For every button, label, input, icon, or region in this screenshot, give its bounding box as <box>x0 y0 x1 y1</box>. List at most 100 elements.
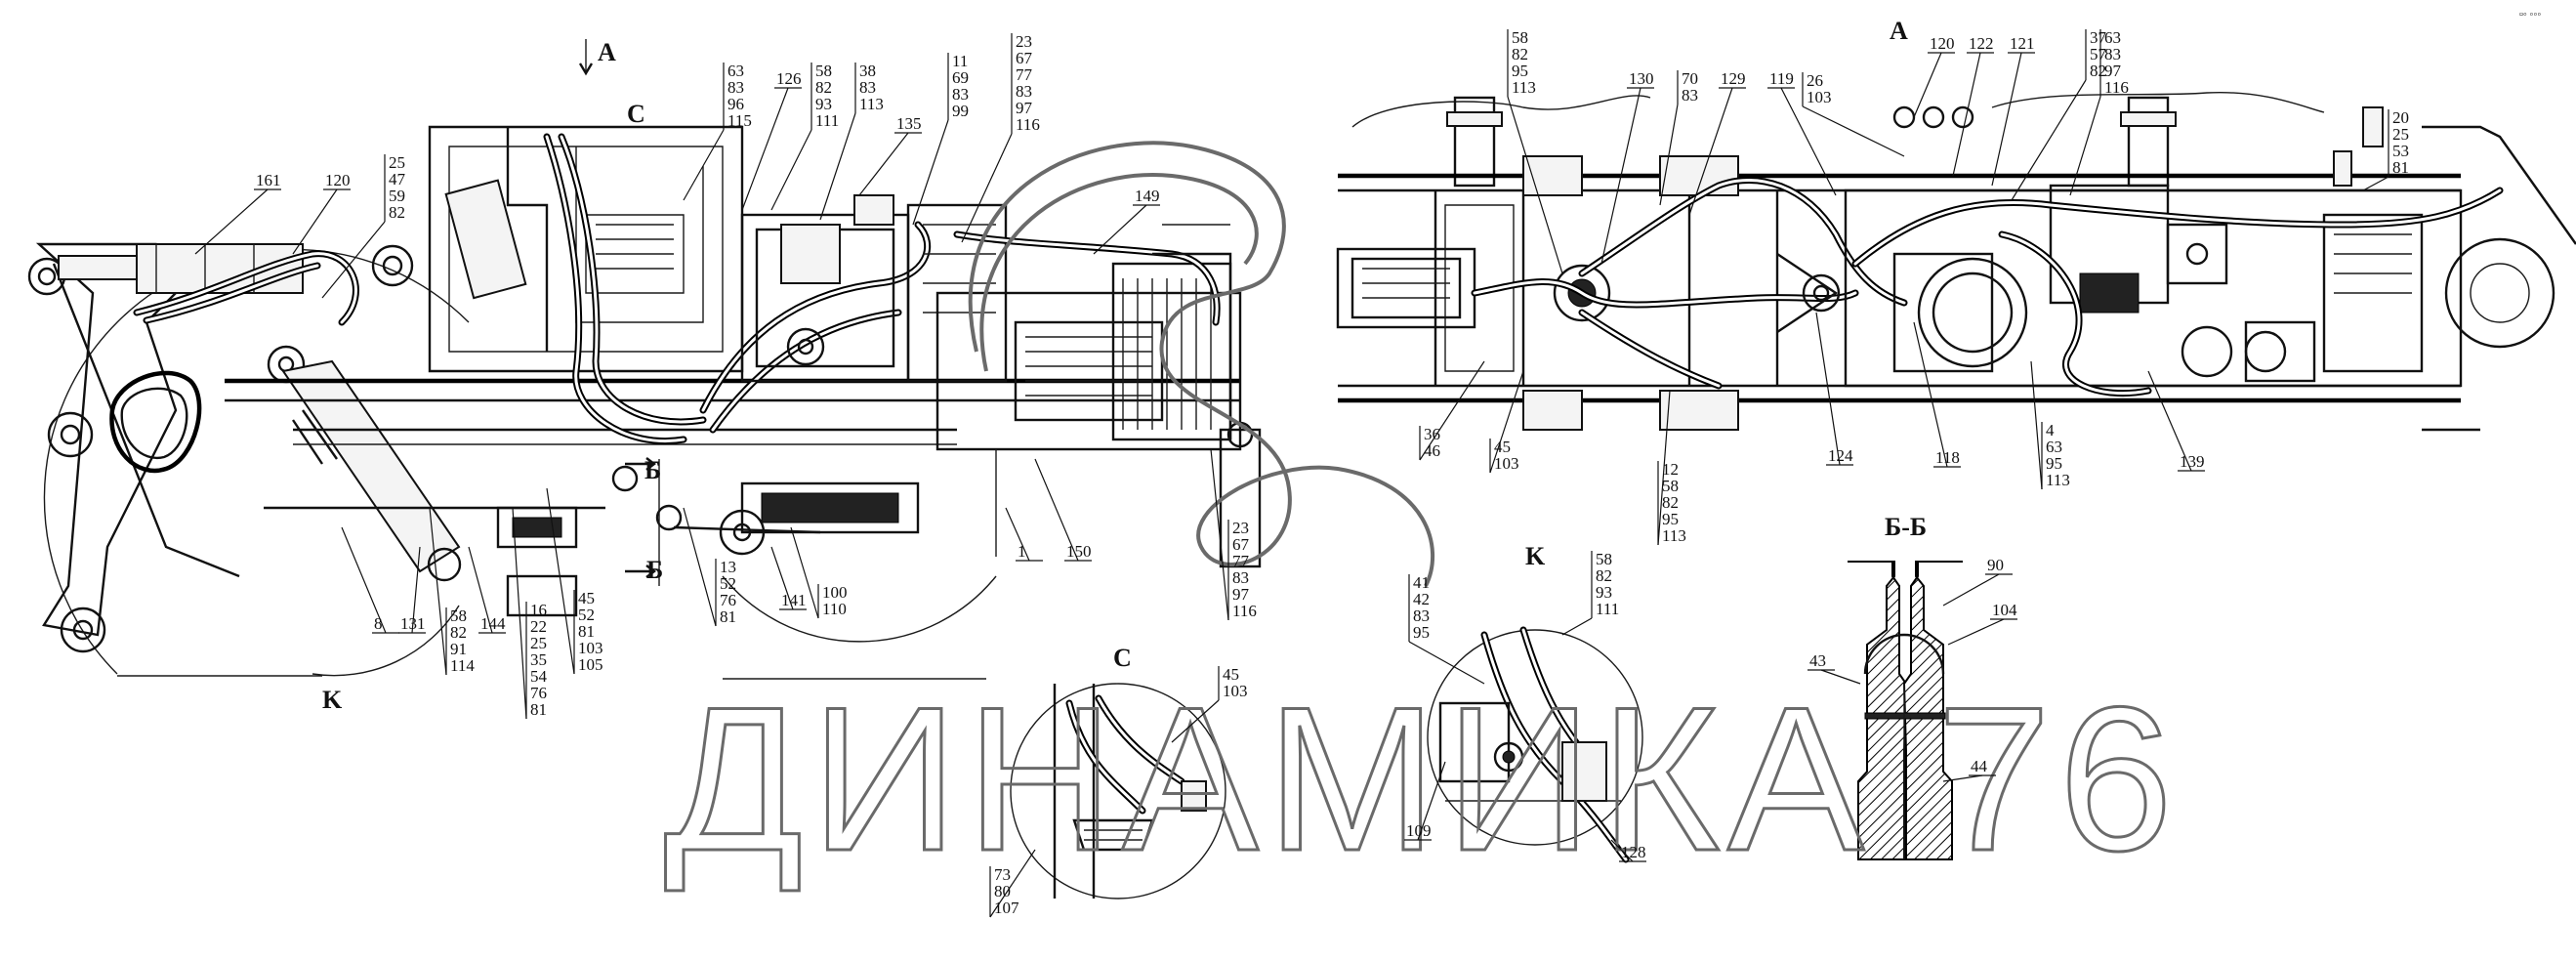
callout-number: 80 <box>994 882 1011 900</box>
callout-number: 139 <box>2180 452 2205 471</box>
detail-k-title: K <box>1525 542 1546 570</box>
callout-single-s_120a: 120 <box>292 171 351 255</box>
callout-number: 119 <box>1769 69 1794 88</box>
callout-number: 77 <box>1232 552 1250 570</box>
callout-number: 76 <box>720 591 736 609</box>
callout-leader <box>1913 321 1948 468</box>
callout-number: 1 <box>1018 542 1026 561</box>
callout-number: 128 <box>1621 843 1646 861</box>
callout-single-s_8: 8 <box>341 526 399 634</box>
callout-leader <box>1171 699 1220 743</box>
callout-leader <box>1942 774 1983 782</box>
callout-number: 83 <box>2104 45 2121 63</box>
callout-number: 77 <box>1016 65 1033 84</box>
callout-single-s_129: 129 <box>1688 69 1746 216</box>
callout-number: 82 <box>1662 493 1679 512</box>
callout-number: 113 <box>2046 471 2070 489</box>
view-a-right: А <box>1890 17 1908 45</box>
callout-number: 8 <box>374 614 383 633</box>
callout-number: 93 <box>815 95 832 113</box>
callout-number: 23 <box>1232 519 1249 537</box>
callout-leader <box>411 546 421 634</box>
callout-number: 4 <box>2046 421 2055 439</box>
callout-leader <box>1417 761 1446 841</box>
callout-number: 103 <box>1807 88 1832 106</box>
callout-number: 83 <box>1682 86 1698 105</box>
callout-number: 16 <box>530 601 547 619</box>
callout-leader <box>1820 669 1861 685</box>
callout-number: 82 <box>815 78 832 97</box>
callout-number: 113 <box>1662 526 1686 545</box>
callout-single-s_130: 130 <box>1600 69 1654 265</box>
callout-leader <box>1489 370 1524 474</box>
callout-single-s_149: 149 <box>1093 187 1160 255</box>
callout-leader <box>468 546 493 634</box>
callout-leader <box>683 129 725 201</box>
callout-number: 109 <box>1406 821 1432 840</box>
callout-number: 47 <box>389 170 406 188</box>
callout-leader <box>1419 360 1485 461</box>
callout-number: 113 <box>1512 78 1536 97</box>
callout-number: 124 <box>1828 446 1853 465</box>
callout-single-s_144: 144 <box>468 546 506 634</box>
callout-leader <box>858 132 909 196</box>
callout-number: 58 <box>1512 28 1528 47</box>
callout-number: 121 <box>2010 34 2035 53</box>
callout-leader <box>770 129 812 211</box>
callout-number: 90 <box>1987 556 2004 574</box>
view-k-bottom: K <box>322 686 343 714</box>
callout-number: 115 <box>727 111 752 130</box>
callout-number: 82 <box>2090 62 2106 80</box>
callout-number: 44 <box>1971 757 1988 775</box>
callout-number: 54 <box>530 667 548 686</box>
callout-number: 144 <box>480 614 506 633</box>
callout-leader <box>1005 507 1030 562</box>
callout-number: 76 <box>530 684 547 702</box>
callout-single-s_109: 109 <box>1404 761 1446 841</box>
callout-leader <box>1600 87 1641 265</box>
right-plan-view <box>1336 91 2576 432</box>
callout-layer: 6383961155882931113883113116983992367778… <box>194 28 2409 918</box>
callout-number: 70 <box>1682 69 1698 88</box>
callout-number: 105 <box>578 655 603 674</box>
callout-leader <box>2011 79 2087 201</box>
callout-single-s_43: 43 <box>1807 651 1861 685</box>
corner-mark: ▫◦ ◦◦◦ <box>2519 9 2541 21</box>
callout-leader <box>683 507 717 627</box>
callout-leader <box>2069 96 2101 196</box>
watermark: ДИНАМИКА 76 <box>663 141 2181 896</box>
callout-single-s_131: 131 <box>398 546 426 634</box>
callout-number: 57 <box>2090 45 2107 63</box>
callout-leader <box>1093 204 1147 255</box>
callout-single-s_120b: 120 <box>1913 34 1955 118</box>
callout-number: 113 <box>859 95 884 113</box>
callout-number: 37 <box>2090 28 2107 47</box>
watermark-text: ДИНАМИКА 76 <box>664 664 2181 894</box>
view-c-top: C <box>627 100 645 128</box>
callout-number: 83 <box>952 85 969 104</box>
callout-number: 110 <box>822 600 847 618</box>
view-a-left: А <box>598 38 616 66</box>
callout-leader <box>341 526 387 634</box>
callout-number: 120 <box>325 171 351 189</box>
callout-number: 12 <box>1662 460 1679 479</box>
callout-leader <box>819 112 856 221</box>
callout-leader <box>2147 370 2192 472</box>
callout-number: 111 <box>815 111 839 130</box>
callout-number: 73 <box>994 865 1011 884</box>
callout-leader <box>1947 618 2005 646</box>
callout-number: 95 <box>2046 454 2062 473</box>
callout-number: 93 <box>1596 583 1612 602</box>
callout-number: 22 <box>530 617 547 636</box>
